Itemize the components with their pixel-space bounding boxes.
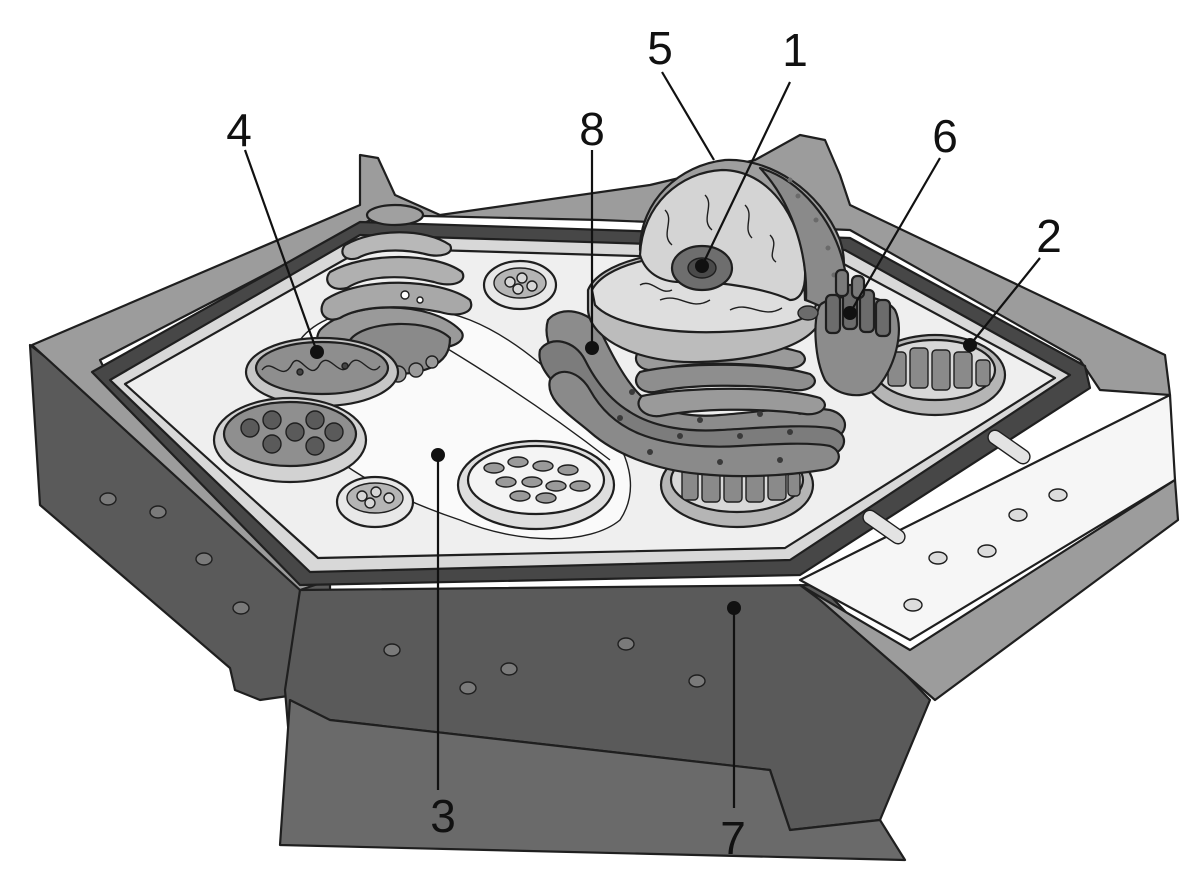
golgi-cluster-right	[797, 268, 900, 397]
nucleus	[586, 158, 847, 364]
label-1: 1	[782, 24, 808, 76]
chloroplast-right	[863, 333, 1007, 417]
label-4: 4	[226, 104, 252, 156]
label-8: 8	[579, 103, 605, 155]
label-6: 6	[932, 110, 958, 162]
leader-lines	[243, 71, 1041, 808]
label-2: 2	[1036, 210, 1062, 262]
vesicle-large-dots	[212, 396, 368, 484]
small-vesicle-top	[482, 259, 558, 311]
label-7: 7	[720, 812, 746, 864]
label-3: 3	[430, 790, 456, 842]
label-5: 5	[647, 22, 673, 74]
small-vesicle-bottom	[335, 475, 415, 529]
mitochondrion	[244, 336, 400, 408]
vesicle-small-ovals	[456, 439, 616, 531]
